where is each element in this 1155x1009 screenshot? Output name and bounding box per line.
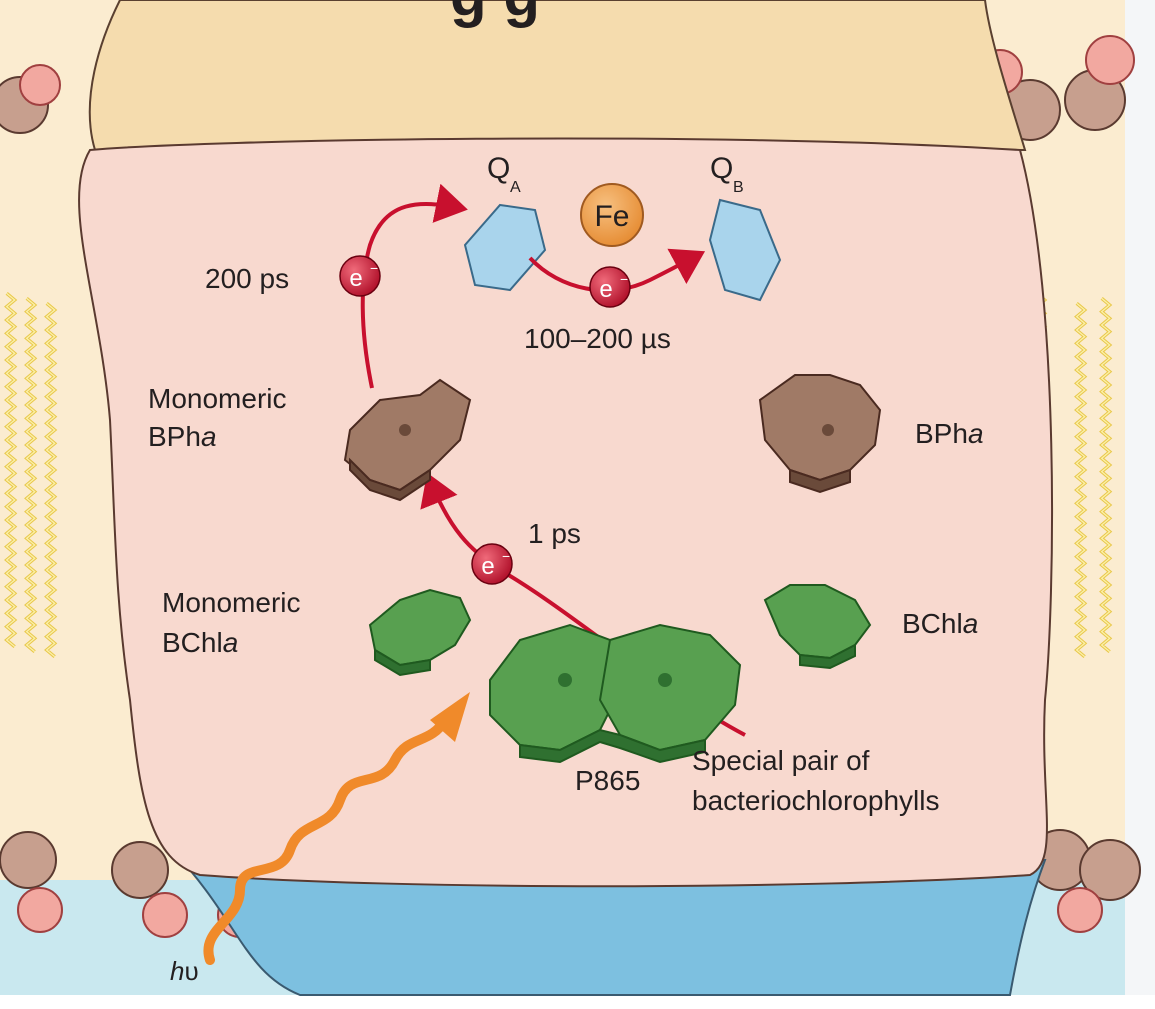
qb-label: Q	[710, 152, 733, 185]
qa-subscript: A	[510, 179, 521, 196]
time-1ps-label: 1 ps	[528, 518, 581, 549]
monomeric-bpha-label-line1: Monomeric	[148, 383, 286, 414]
monomeric-bchla-label-line1: Monomeric	[162, 587, 300, 618]
cut-off-heading: g g	[450, 0, 540, 28]
special-pair-label-line2: bacteriochlorophylls	[692, 785, 939, 816]
bchla-label: BChla	[902, 608, 978, 639]
svg-text:e: e	[481, 553, 494, 580]
bottom-margin	[0, 995, 1155, 1009]
electron-200ps: e −	[339, 255, 381, 297]
time-100-200us-label: 100–200 µs	[524, 323, 671, 354]
svg-text:−: −	[502, 548, 510, 564]
svg-text:−: −	[370, 260, 378, 276]
electron-1ps: e −	[471, 543, 513, 585]
svg-text:e: e	[349, 265, 362, 292]
monomeric-bpha-molecule	[343, 378, 472, 502]
p865-special-pair	[489, 623, 742, 764]
qa-quinone-shape	[463, 203, 547, 292]
special-pair-label-line1: Special pair of	[692, 745, 870, 776]
svg-text:−: −	[620, 271, 628, 287]
time-200ps-label: 200 ps	[205, 263, 289, 294]
qb-subscript: B	[733, 179, 744, 196]
p865-label: P865	[575, 765, 640, 796]
electron-100-200us: e −	[589, 266, 631, 308]
photon-wavy-arrow	[203, 715, 450, 965]
right-margin	[1125, 0, 1155, 1009]
svg-text:e: e	[599, 276, 612, 303]
monomeric-bpha-label-line2: BPha	[148, 421, 217, 452]
arrow-qa-to-qb	[528, 248, 706, 293]
bpha-label: BPha	[915, 418, 984, 449]
bpha-molecule	[758, 374, 882, 494]
fe-label: Fe	[594, 200, 629, 233]
arrow-bpha-to-qa	[360, 183, 468, 389]
qa-label: Q	[487, 152, 510, 185]
iron-atom: Fe	[580, 183, 644, 247]
monomeric-bchla-molecule	[368, 588, 472, 677]
photon-arrowhead	[430, 692, 470, 742]
protein-core	[78, 137, 1054, 888]
qb-quinone-shape	[708, 198, 782, 302]
protein-top-subunit	[88, 0, 1027, 151]
hv-label: hυ	[170, 956, 199, 986]
bchla-molecule	[763, 584, 872, 670]
monomeric-bchla-label-line2: BChla	[162, 627, 238, 658]
